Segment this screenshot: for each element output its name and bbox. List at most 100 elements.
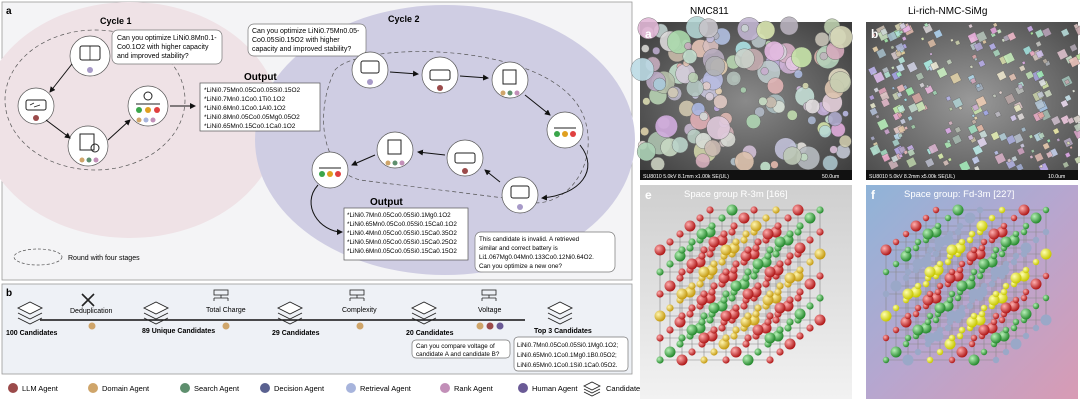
arrow [351, 154, 376, 166]
sem-particle [640, 127, 650, 136]
sem-flake [915, 71, 925, 82]
sem-flake [1030, 149, 1035, 154]
sem-particle [770, 160, 779, 169]
output1-list: *LiNi0.75Mn0.05Co0.05Si0.15O2 *LiNi0.7Mn… [204, 87, 302, 130]
lattice-atom [804, 212, 816, 224]
sem-particle [702, 81, 711, 91]
lattice-atom [730, 266, 738, 274]
lattice-atom [816, 294, 824, 302]
lattice-atom [722, 268, 730, 276]
lattice-atom [744, 312, 752, 320]
legend-swatch [260, 383, 270, 393]
lattice-atom [708, 302, 720, 314]
lattice-atom [968, 340, 976, 348]
lattice-atom [814, 248, 826, 260]
cycle2-title: Cycle 2 [388, 14, 420, 24]
lattice-atom [678, 334, 686, 342]
sem-particle [760, 67, 769, 76]
lattice-atom [744, 246, 752, 254]
lattice-atom [902, 340, 910, 348]
sem-flake [942, 159, 950, 167]
lattice-atom [796, 332, 804, 340]
legend-label: Search Agent [194, 384, 240, 393]
sem-particle [637, 17, 660, 40]
lattice-atom [948, 268, 956, 276]
lattice-atom [710, 282, 718, 290]
lattice-atom [992, 356, 1000, 364]
lattice-atom [786, 230, 794, 238]
sem-flake [996, 28, 1003, 35]
lattice-atom [666, 326, 674, 334]
lattice-atom [732, 304, 740, 312]
lattice-atom [742, 354, 754, 366]
lattice-atom [720, 310, 732, 322]
lattice-atom [912, 324, 924, 336]
lattice-atom [754, 348, 762, 356]
stack-icon [142, 301, 170, 325]
cycle1-decision-node [127, 85, 169, 127]
lattice-atom [796, 222, 804, 230]
sem-flake [994, 152, 1007, 165]
lattice-atom [966, 316, 978, 328]
sem-flake [886, 31, 898, 42]
lattice-atom [792, 204, 804, 216]
sem-flake [1035, 49, 1045, 59]
sem-flake [1060, 99, 1069, 108]
sem-particle [706, 115, 731, 140]
sem-flake [1029, 154, 1034, 160]
lattice-atom [774, 302, 786, 314]
sem-flake [872, 71, 886, 84]
candidate-stack-icon [583, 381, 601, 397]
sem-flake [901, 35, 907, 42]
lattice-atom [752, 310, 760, 318]
lattice-atom [966, 302, 974, 310]
lattice-atom [804, 278, 816, 290]
lattice-atom [958, 238, 966, 246]
lattice-atom [980, 282, 988, 290]
lattice-atom [970, 312, 978, 320]
lattice-atom [1020, 308, 1032, 320]
lattice-atom [902, 230, 910, 238]
cycle2-retrieval-node [491, 61, 529, 99]
lattice-atom [664, 346, 676, 358]
cycle2-search-node-2 [446, 139, 484, 177]
sem-flake [973, 57, 978, 62]
lattice-atom [1010, 272, 1022, 284]
lattice-atom [924, 332, 936, 344]
lattice-atom [904, 312, 912, 320]
lattice-atom [882, 268, 890, 276]
image-letter-f: f [871, 188, 876, 202]
lattice-atom [944, 338, 956, 350]
lattice-atom [678, 312, 686, 320]
sem-flake [869, 102, 877, 110]
legend-swatch [440, 383, 450, 393]
lattice-atom [676, 354, 688, 366]
lattice-atom [794, 294, 802, 302]
lattice-atom [1040, 314, 1052, 326]
hierarchy-icon [213, 289, 229, 301]
lattice-atom [794, 228, 802, 236]
lattice-atom [958, 260, 966, 268]
lattice-atom [740, 302, 748, 310]
sem-flake [875, 114, 880, 119]
lattice-atom [1010, 324, 1018, 332]
sem-particle [829, 145, 838, 154]
sem-flake [982, 109, 990, 117]
lattice-atom [948, 290, 956, 298]
lattice-atom [988, 228, 1000, 240]
arrow [459, 74, 489, 81]
lattice-atom [720, 296, 728, 304]
lattice-atom [892, 326, 900, 334]
lattice-atom [676, 230, 684, 238]
lattice-atom [990, 252, 998, 260]
legend-label: Human Agent [532, 384, 578, 393]
lattice-atom [696, 214, 704, 222]
lattice-atom [922, 280, 930, 288]
lattice-atom [706, 250, 714, 258]
sem-flake [1043, 89, 1053, 98]
lattice-atom [922, 214, 930, 222]
lattice-atom [744, 268, 752, 276]
sem-flake [897, 125, 906, 134]
sem-flake [933, 29, 943, 39]
sem-flake [951, 134, 963, 145]
